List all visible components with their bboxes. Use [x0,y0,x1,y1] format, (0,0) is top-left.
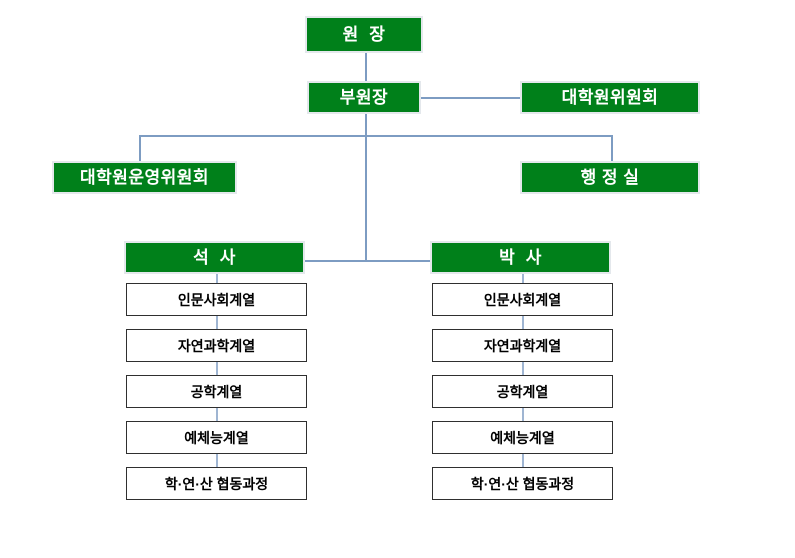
node-masters-item-label: 공학계열 [190,383,243,400]
connector-doctorate-to-items [521,274,524,283]
node-masters-label: 석 사 [193,248,236,267]
connector-doctorate-item-3-to-4 [521,454,524,467]
node-doctorate-item-label: 자연과학계열 [483,337,562,354]
node-doctorate-item[interactable]: 자연과학계열 [432,329,613,362]
node-masters-item-label: 인문사회계열 [177,291,256,308]
node-vice-director[interactable]: 부원장 [307,81,421,114]
node-doctorate-item[interactable]: 공학계열 [432,375,613,408]
node-doctorate-item-label: 공학계열 [496,383,549,400]
node-doctorate-item[interactable]: 학·연·산 협동과정 [432,467,613,500]
connector-doctorate-item-2-to-3 [521,408,524,421]
node-doctorate-item-label: 인문사회계열 [483,291,562,308]
connector-bus-to-degree-row [365,135,367,261]
node-admin-office[interactable]: 행 정 실 [520,161,700,194]
node-admin-office-label: 행 정 실 [580,168,640,187]
node-doctorate-item[interactable]: 인문사회계열 [432,283,613,316]
node-doctorate[interactable]: 박 사 [430,241,611,274]
connector-doctorate-item-0-to-1 [521,316,524,329]
node-masters-item-label: 자연과학계열 [177,337,256,354]
connector-vice-to-bus [365,114,367,137]
node-director[interactable]: 원 장 [305,16,423,53]
connector-masters-item-1-to-2 [215,362,218,375]
node-doctorate-label: 박 사 [499,248,542,267]
node-masters[interactable]: 석 사 [124,241,305,274]
connector-director-to-vice [365,52,367,82]
node-doctorate-item-label: 예체능계열 [490,429,555,446]
connector-bus-to-operating-committee [139,135,141,162]
connector-doctorate-item-1-to-2 [521,362,524,375]
node-doctorate-item[interactable]: 예체능계열 [432,421,613,454]
node-doctorate-item-label: 학·연·산 협동과정 [470,475,575,492]
node-vice-director-label: 부원장 [339,88,389,107]
connector-masters-to-doctorate [305,260,431,262]
connector-masters-item-2-to-3 [215,408,218,421]
connector-vice-to-graduate-committee [420,97,520,99]
node-operating-committee[interactable]: 대학원운영위원회 [52,161,237,194]
node-masters-item-label: 학·연·산 협동과정 [164,475,269,492]
connector-masters-item-0-to-1 [215,316,218,329]
node-masters-item[interactable]: 공학계열 [126,375,307,408]
node-masters-item[interactable]: 예체능계열 [126,421,307,454]
node-director-label: 원 장 [342,25,386,44]
node-graduate-committee[interactable]: 대학원위원회 [520,81,700,114]
node-graduate-committee-label: 대학원위원회 [561,88,659,107]
node-masters-item-label: 예체능계열 [184,429,249,446]
node-masters-item[interactable]: 학·연·산 협동과정 [126,467,307,500]
connector-horizontal-bus [139,135,613,137]
connector-masters-item-3-to-4 [215,454,218,467]
connector-bus-to-admin-office [611,135,613,162]
node-masters-item[interactable]: 자연과학계열 [126,329,307,362]
connector-masters-to-items [215,274,218,283]
node-masters-item[interactable]: 인문사회계열 [126,283,307,316]
node-operating-committee-label: 대학원운영위원회 [79,168,210,187]
